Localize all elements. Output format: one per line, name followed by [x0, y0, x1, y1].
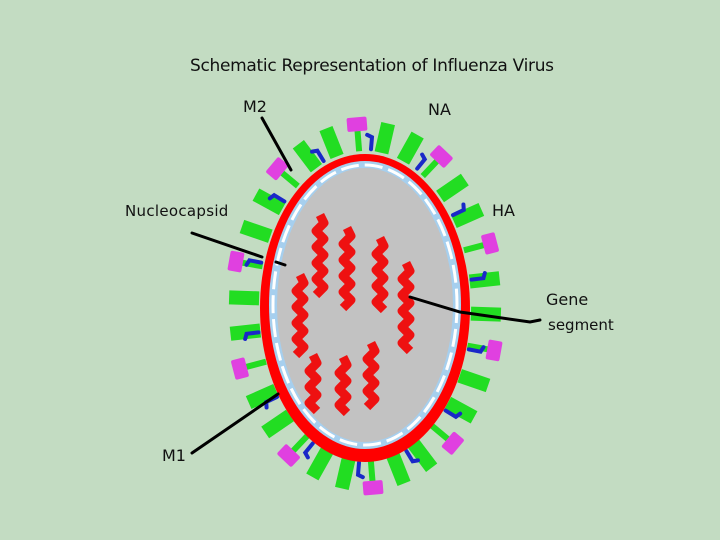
na-spike: [430, 423, 464, 455]
ha-spike: [396, 131, 424, 165]
na-spike: [463, 232, 499, 255]
m2-channel: [443, 408, 463, 420]
label-segment: segment: [548, 316, 614, 334]
m2-channel: [466, 345, 486, 354]
label-ha: HA: [492, 201, 515, 220]
ha-spike: [252, 188, 286, 216]
leader-lines: [190, 116, 542, 455]
membrane-highlight: [271, 163, 459, 447]
gene-segment-strand: [304, 352, 322, 415]
label-nucleocapsid: Nucleocapsid: [125, 202, 229, 220]
ha-spike: [245, 384, 279, 409]
ha-spike: [457, 369, 491, 393]
ha-spike: [408, 439, 438, 472]
m2-channel: [451, 202, 466, 218]
gene-segment-strand: [338, 225, 356, 312]
surface-spikes: [227, 116, 503, 496]
m2-channels: [243, 132, 487, 480]
na-spike: [266, 157, 300, 189]
label-m1: M1: [162, 446, 186, 465]
nucleocapsid-pointer-tail: [274, 260, 287, 267]
ha-spike: [335, 457, 356, 490]
label-na: NA: [428, 100, 451, 119]
ha-spike: [261, 409, 294, 439]
gene-segments: [291, 212, 415, 417]
ha-spike: [228, 290, 260, 306]
m2-channel: [415, 152, 428, 171]
na-spike: [362, 460, 384, 496]
gene-segment-strand: [371, 235, 389, 314]
ha-spike: [386, 452, 411, 487]
na-spike: [346, 116, 368, 152]
label-gene: Gene: [546, 290, 589, 309]
gene-segment-strand: [362, 340, 380, 411]
ha-spike: [239, 219, 273, 243]
na-spike: [277, 433, 310, 467]
ha-spike: [444, 396, 478, 424]
m2-channel: [244, 258, 264, 267]
m2-pointer-line: [260, 116, 293, 172]
m2-channel: [243, 330, 261, 341]
na-spike: [420, 145, 453, 179]
m2-channel: [267, 192, 287, 204]
ha-spike: [306, 447, 334, 481]
na-spike: [231, 357, 267, 380]
ha-spike: [451, 203, 485, 228]
m2-channel: [469, 271, 487, 282]
gene-segment-strand: [397, 260, 415, 355]
m2-channel: [365, 132, 375, 152]
gene-segment-strand: [334, 354, 352, 417]
m1-pointer-line: [190, 392, 280, 455]
ha-spike: [374, 122, 395, 155]
label-m2: M2: [243, 97, 267, 116]
gene-segment-strand: [291, 272, 309, 359]
m2-channel: [404, 449, 420, 464]
m2-channel: [310, 148, 326, 163]
ha-spike: [319, 125, 344, 160]
ha-spike: [436, 173, 469, 203]
gene-segment-pointer-line: [408, 295, 542, 324]
diagram-title: Schematic Representation of Influenza Vi…: [190, 56, 554, 76]
m2-channel: [302, 441, 315, 460]
ha-spike: [292, 140, 322, 173]
gene-segment-strand: [311, 212, 329, 299]
m2-channel: [355, 460, 365, 480]
nucleocapsid-pointer-line: [190, 231, 264, 259]
